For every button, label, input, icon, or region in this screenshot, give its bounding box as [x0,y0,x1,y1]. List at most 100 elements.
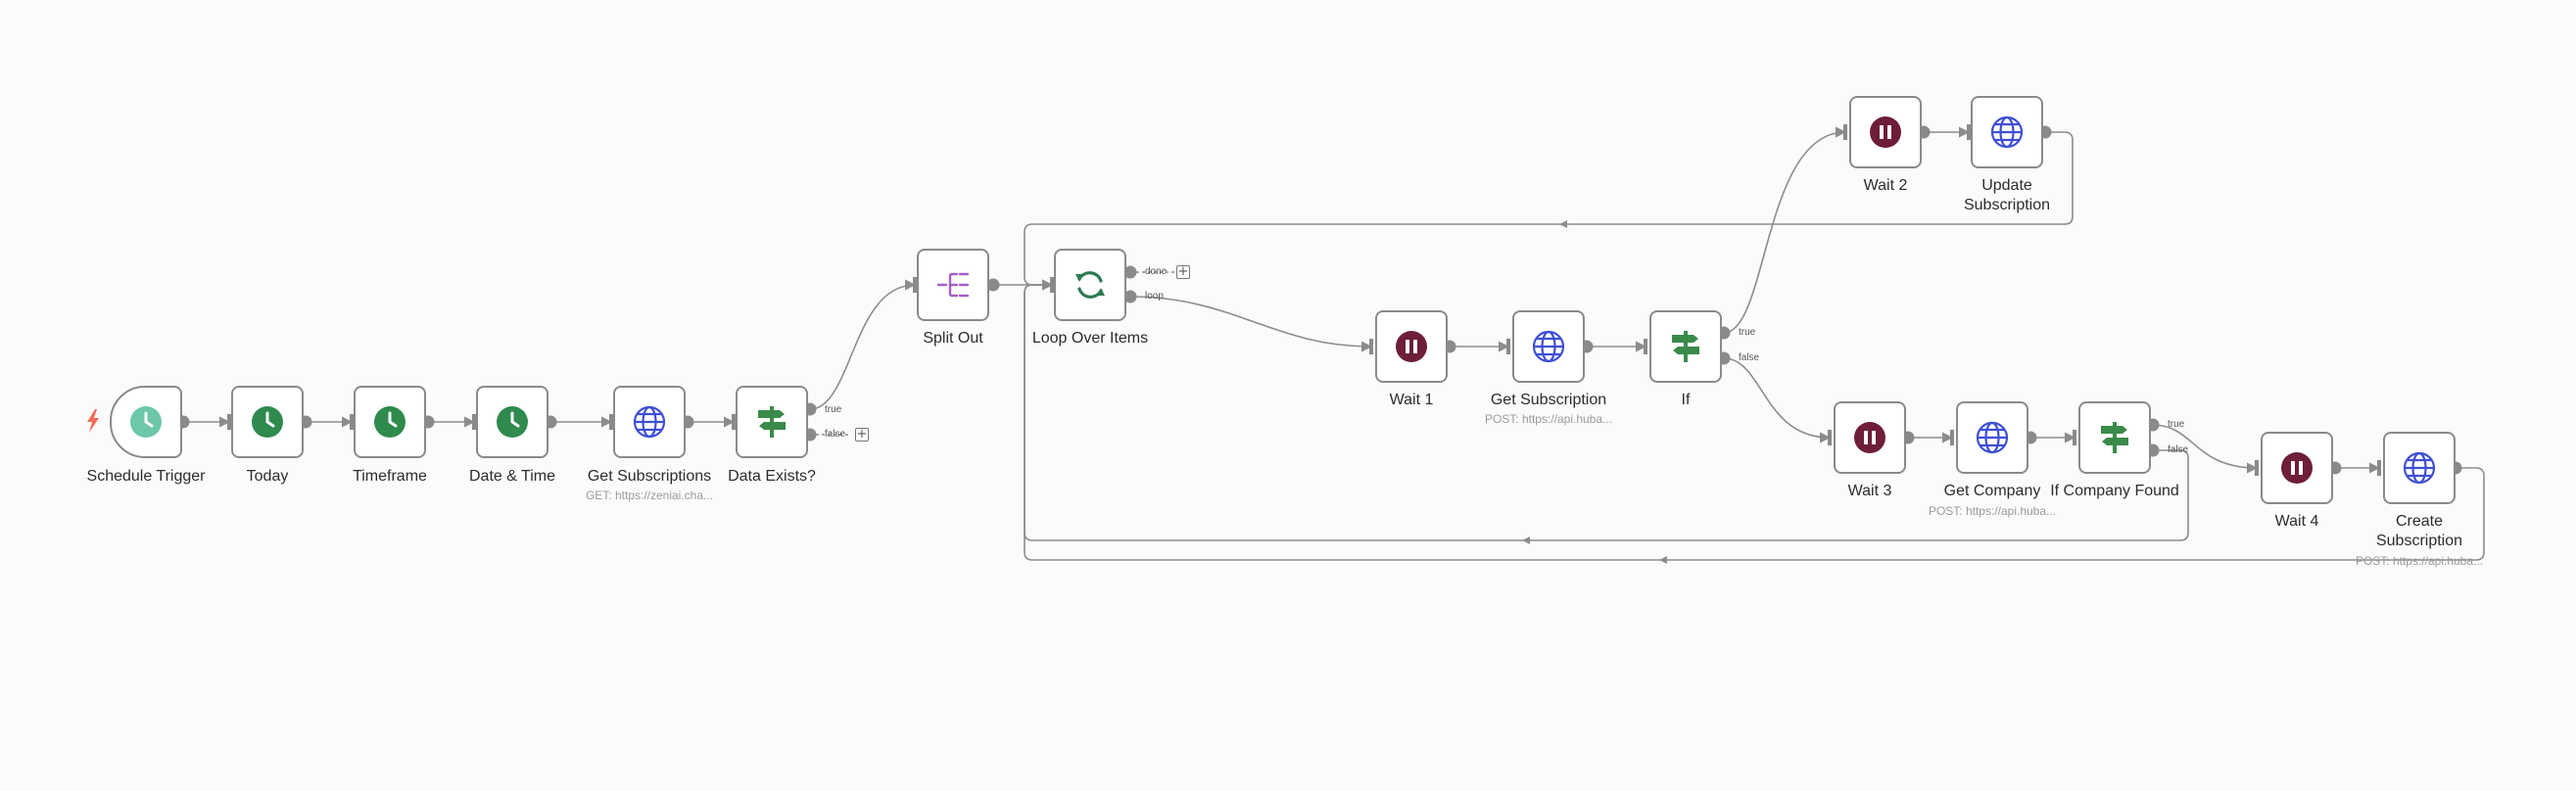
output-label-data-exists-true: true [825,404,842,415]
node-label-wait-3: Wait 3 [1847,483,1892,499]
output-label-if-company-found-false: false [2168,444,2189,455]
connection-if-true-wait2 [1723,126,1847,334]
node-label-if: If [1681,392,1691,408]
node-label-get-subscription: Get Subscription [1490,392,1607,408]
loopback-arrowhead-1 [1559,220,1567,228]
clock-icon [374,406,405,438]
node-data-exists[interactable] [736,386,808,458]
node-label-if-company-found: If Company Found [2050,483,2179,499]
node-label-today: Today [246,468,289,485]
node-label-split-out: Split Out [923,330,983,347]
node-label-create-subscription-line2: Subscription [2375,533,2463,549]
port-ifcompanyfound-in [2073,430,2076,445]
node-get-subscription[interactable] [1512,310,1585,383]
output-label-if-company-found-true: true [2168,419,2185,430]
clock-icon [252,406,283,438]
node-get-company[interactable] [1956,401,2028,474]
port-if-in [1644,339,1647,354]
node-get-subscriptions[interactable] [613,386,686,458]
node-schedule-trigger[interactable] [110,386,182,458]
node-label-update-subscription-line1: Update [1981,177,2032,194]
output-label-data-exists-false: false [825,429,846,440]
clock-icon [497,406,528,438]
port-getcompany-in [1950,430,1954,445]
node-subtitle-get-company: POST: https://api.huba... [1928,504,2057,518]
node-label-get-subscriptions: Get Subscriptions [587,468,712,485]
globe-icon [1532,330,1565,363]
node-if[interactable] [1649,310,1722,383]
signpost-icon [1672,331,1699,362]
add-node-button-loop-done[interactable]: + [1176,264,1190,279]
lightning-bolt-icon [87,409,99,433]
node-timeframe[interactable] [354,386,426,458]
output-label-loop-done: done [1145,266,1168,277]
node-wait-3[interactable] [1834,401,1906,474]
port-loop-loop [1123,290,1137,303]
node-label-data-exists: Data Exists? [728,468,816,485]
port-loop-done [1123,265,1137,279]
port-splitout-in [913,277,917,293]
node-if-company-found[interactable] [2078,401,2151,474]
loop-arrows-icon [1075,271,1105,299]
port-datetime-in [472,414,476,430]
signpost-icon [2101,422,2128,453]
port-update-in [1967,124,1971,140]
node-label-update-subscription-line2: Subscription [1963,197,2051,213]
node-label-date-time: Date & Time [468,468,556,485]
pause-icon [1396,331,1427,362]
connection-if-false-wait3 [1723,357,1832,443]
node-subtitle-get-subscription: POST: https://api.huba... [1484,412,1613,426]
node-wait-2[interactable] [1849,96,1922,168]
port-splitout-out [986,278,1000,292]
node-label-schedule-trigger: Schedule Trigger [86,468,206,485]
connection-ifcompanyfound-true-wait4 [2152,424,2259,474]
globe-icon [1976,421,2009,454]
node-wait-1[interactable] [1375,310,1448,383]
port-wait3-in [1828,430,1832,445]
port-wait2-in [1843,124,1847,140]
port-getsubscriptions-in [609,414,613,430]
node-date-time[interactable] [476,386,549,458]
node-subtitle-get-subscriptions: GET: https://zeniai.cha... [585,489,714,502]
node-label-loop-over-items: Loop Over Items [1031,330,1149,347]
port-timeframe-in [350,414,354,430]
loopback-update-to-loop [1024,131,2074,291]
split-out-icon [936,272,970,298]
node-label-wait-1: Wait 1 [1389,392,1434,408]
globe-icon [1990,116,2024,149]
port-wait1-in [1369,339,1373,354]
port-dataexists-in [732,414,736,430]
pause-icon [1870,116,1901,148]
node-loop-over-items[interactable] [1054,249,1126,321]
loopback-create-to-loop [1024,279,2485,561]
port-create-in [2377,460,2381,476]
signpost-icon [758,406,786,438]
output-label-if-true: true [1739,327,1756,338]
pause-icon [2281,452,2313,484]
port-getsubscription-in [1506,339,1510,354]
node-wait-4[interactable] [2261,432,2333,504]
pause-icon [1854,422,1885,453]
node-update-subscription[interactable] [1971,96,2043,168]
node-label-wait-2: Wait 2 [1863,177,1908,194]
globe-icon [2403,451,2436,485]
node-label-create-subscription-line1: Create [2395,513,2444,530]
node-label-timeframe: Timeframe [353,468,427,485]
loopback-arrowhead-3 [1659,556,1667,564]
node-today[interactable] [231,386,304,458]
port-loop-in [1050,277,1054,293]
connection-loop-wait1 [1129,296,1373,352]
node-split-out[interactable] [917,249,989,321]
output-label-loop-loop: loop [1145,291,1164,302]
loopback-arrowhead-2 [1522,536,1530,544]
schedule-clock-icon [130,406,162,438]
node-create-subscription[interactable] [2383,432,2456,504]
port-wait4-in [2255,460,2259,476]
port-today-in [227,414,231,430]
node-subtitle-create-subscription: POST: https://api.huba... [2355,554,2484,568]
globe-icon [633,405,666,439]
connection-dataexists-splitout [809,279,917,410]
add-node-button-data-exists-false[interactable]: + [855,427,869,442]
